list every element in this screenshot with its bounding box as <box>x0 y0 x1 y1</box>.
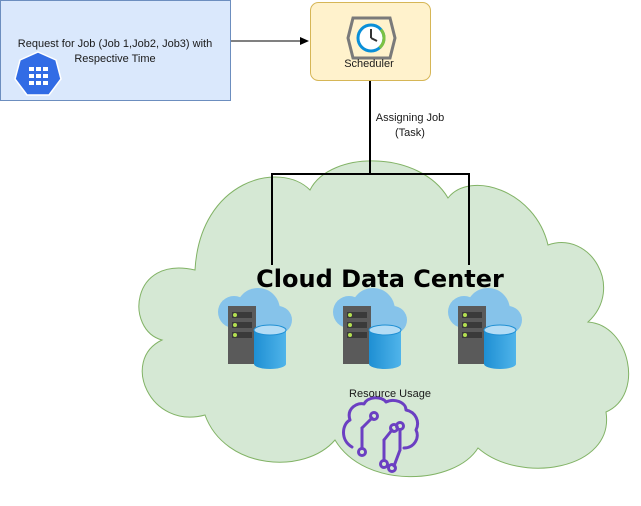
network-brain-icon <box>342 396 420 473</box>
assignment-connectors <box>271 81 470 265</box>
scheduler-clock-icon <box>346 16 397 60</box>
server-storage-icon <box>218 288 292 369</box>
server-storage-icon <box>448 288 522 369</box>
assigning-job-label: Assigning Job (Task) <box>375 112 445 139</box>
server-storage-icon <box>333 288 407 369</box>
cloud-data-center-title: Cloud Data Center <box>256 265 504 293</box>
scheduler-label: Scheduler <box>344 58 394 70</box>
resource-usage-label: Resource Usage <box>349 388 431 400</box>
kubernetes-grid-icon <box>14 51 62 96</box>
request-box-label: Request for Job (Job 1,Job2, Job3) with … <box>17 38 213 65</box>
